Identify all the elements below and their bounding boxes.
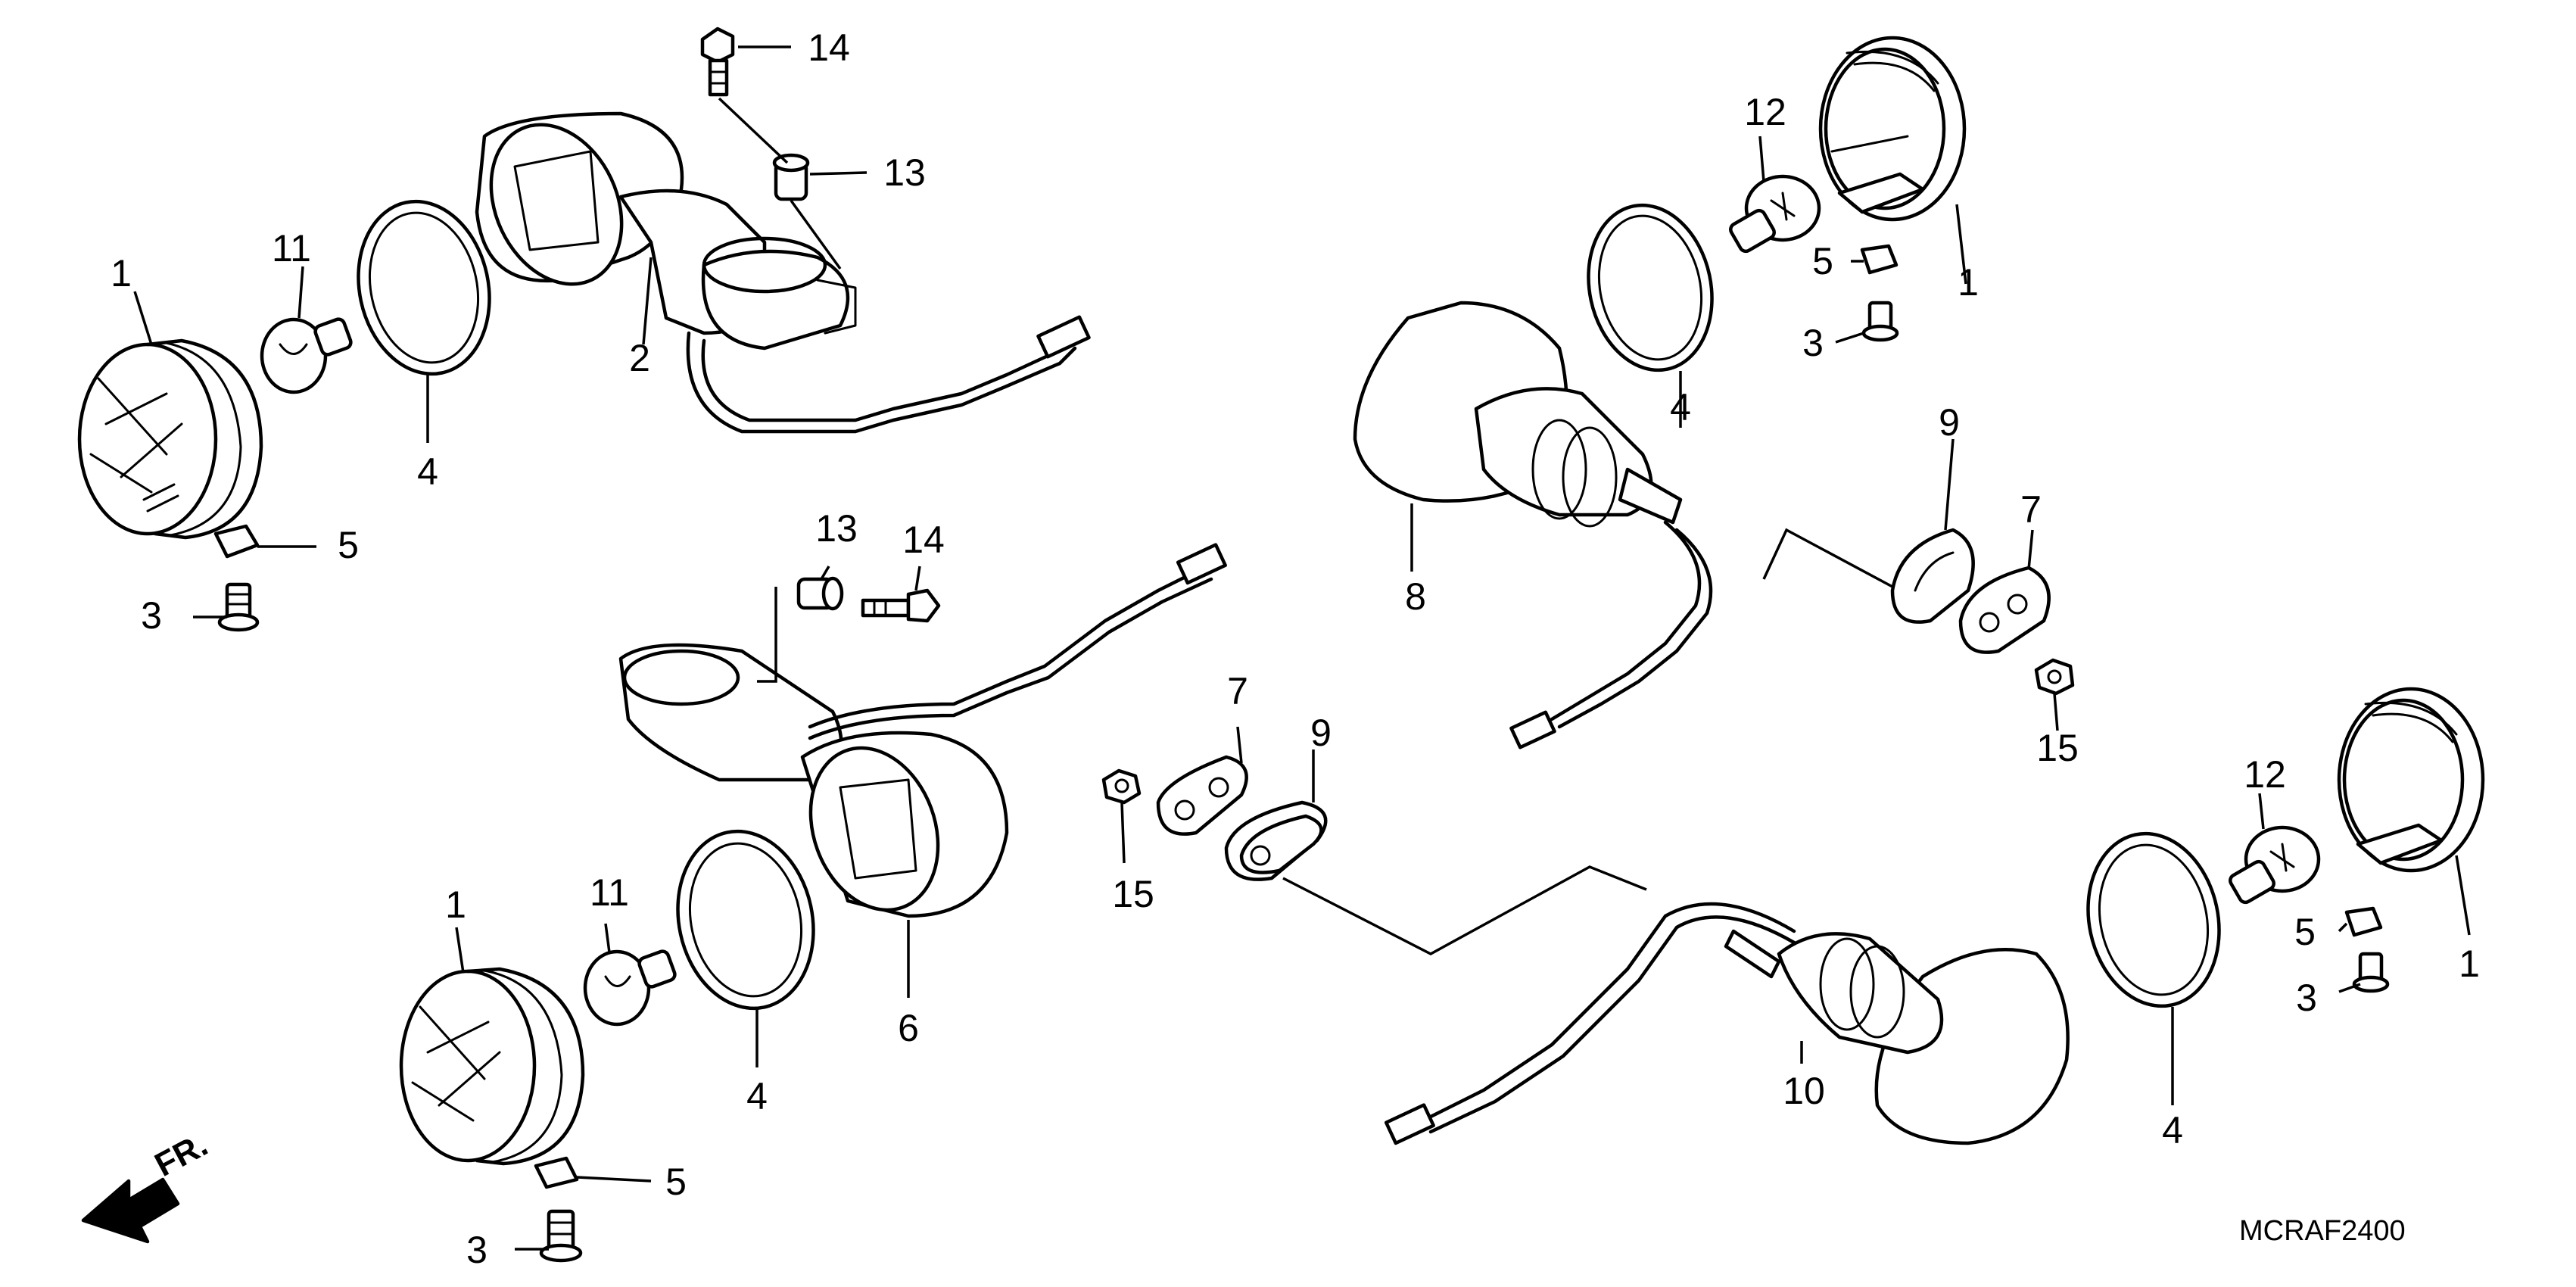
front-arrow: FR. bbox=[81, 1126, 214, 1244]
bolt-part bbox=[700, 26, 735, 97]
ring-part bbox=[357, 199, 491, 376]
rubber-part bbox=[1224, 800, 1328, 881]
leader-lines bbox=[133, 45, 2471, 1251]
callout-bulb-left-upper: 11 bbox=[272, 227, 311, 270]
arrow-left-icon bbox=[81, 1177, 180, 1244]
nut-part bbox=[1860, 244, 1899, 275]
ring-part bbox=[1587, 203, 1714, 372]
nut-part bbox=[534, 1156, 579, 1189]
callout-numbers: 1 11 2 4 5 3 14 13 13 14 11 1 4 6 5 3 15… bbox=[111, 26, 2480, 1271]
spacer-part bbox=[1156, 755, 1248, 836]
callout-ring-left-lower: 4 bbox=[746, 1075, 768, 1117]
callout-bolt-upper: 14 bbox=[808, 26, 850, 69]
wire-part bbox=[686, 315, 1091, 434]
callout-flange-nut-left: 15 bbox=[1112, 873, 1154, 915]
rubber-part bbox=[1890, 528, 1975, 624]
callout-collar-lower: 13 bbox=[815, 507, 858, 550]
callout-ring-left-upper: 4 bbox=[417, 450, 438, 493]
diagram-code: MCRAF2400 bbox=[2239, 1215, 2406, 1247]
callout-housing-right-lower: 10 bbox=[1783, 1070, 1825, 1112]
callout-lens-right-upper: 1 bbox=[1958, 261, 1979, 304]
assembly-upper-right bbox=[1353, 36, 2075, 749]
callout-ring-right-upper: 4 bbox=[1670, 386, 1691, 428]
callout-spacer-right: 7 bbox=[2020, 488, 2042, 531]
collar-part bbox=[796, 576, 844, 611]
callout-ring-right-lower: 4 bbox=[2162, 1109, 2183, 1151]
callout-lens-right-lower: 1 bbox=[2459, 943, 2480, 985]
housing-part bbox=[618, 643, 1009, 918]
screw-part bbox=[217, 582, 260, 632]
callout-bulb-right-upper: 12 bbox=[1744, 91, 1786, 133]
wire-part bbox=[1509, 520, 1713, 749]
wire-part bbox=[1384, 902, 1796, 1145]
assembly-lower-left bbox=[399, 543, 1227, 1263]
lens-part bbox=[2337, 687, 2485, 873]
callout-housing-right-upper: 8 bbox=[1405, 575, 1426, 618]
callout-nut-right-lower: 5 bbox=[2294, 911, 2316, 953]
assembly-upper-left bbox=[77, 26, 1091, 632]
callout-screw-right-lower: 3 bbox=[2296, 977, 2317, 1019]
spacer-part bbox=[1958, 566, 2051, 654]
callout-lens-left-upper: 1 bbox=[111, 252, 132, 294]
bulb-part bbox=[1729, 174, 1821, 254]
nut-part bbox=[213, 524, 260, 559]
flange-nut-part bbox=[2034, 658, 2075, 696]
assembly-lower-right bbox=[1384, 687, 2485, 1145]
ring-part bbox=[2086, 831, 2221, 1008]
housing-part bbox=[1724, 929, 2070, 1145]
callout-nut-right-upper: 5 bbox=[1812, 240, 1833, 282]
screw-part bbox=[2352, 952, 2390, 993]
callout-flange-nut-right: 15 bbox=[2036, 727, 2079, 769]
housing-part bbox=[475, 111, 857, 351]
wire-part bbox=[808, 543, 1227, 740]
lens-part bbox=[1818, 36, 1967, 222]
callout-housing-left-upper: 2 bbox=[629, 337, 650, 379]
callout-nut-left-lower: 5 bbox=[665, 1161, 687, 1203]
flange-nut-part bbox=[1101, 768, 1142, 805]
housing-part bbox=[1353, 301, 1683, 528]
callout-nut-left-upper: 5 bbox=[338, 524, 359, 566]
callout-lens-left-lower: 1 bbox=[445, 883, 466, 926]
bulb-part bbox=[2229, 825, 2321, 905]
screw-part bbox=[1861, 301, 1899, 342]
callout-spacer-left: 7 bbox=[1227, 670, 1248, 712]
collar-part bbox=[772, 153, 810, 201]
lens-part bbox=[399, 967, 585, 1166]
callout-screw-left-lower: 3 bbox=[466, 1229, 487, 1271]
callout-rubber-left: 9 bbox=[1310, 712, 1332, 754]
bulb-part bbox=[260, 317, 353, 394]
callout-collar-upper: 13 bbox=[883, 151, 926, 194]
lens-part bbox=[77, 338, 263, 540]
nut-part bbox=[2344, 906, 2383, 937]
bulb-part bbox=[583, 949, 677, 1027]
ring-part bbox=[676, 829, 815, 1011]
callout-bulb-right-lower: 12 bbox=[2244, 753, 2286, 796]
bolt-part bbox=[861, 588, 941, 623]
screw-part bbox=[539, 1209, 583, 1263]
callout-bulb-left-lower: 11 bbox=[590, 871, 629, 914]
callout-housing-left-lower: 6 bbox=[898, 1007, 919, 1049]
callout-rubber-right: 9 bbox=[1939, 401, 1960, 444]
center-parts bbox=[1101, 755, 1647, 955]
callout-bolt-lower: 14 bbox=[902, 519, 945, 561]
callout-screw-left-upper: 3 bbox=[141, 594, 162, 637]
front-label: FR. bbox=[149, 1126, 214, 1184]
callout-screw-right-upper: 3 bbox=[1802, 322, 1824, 364]
